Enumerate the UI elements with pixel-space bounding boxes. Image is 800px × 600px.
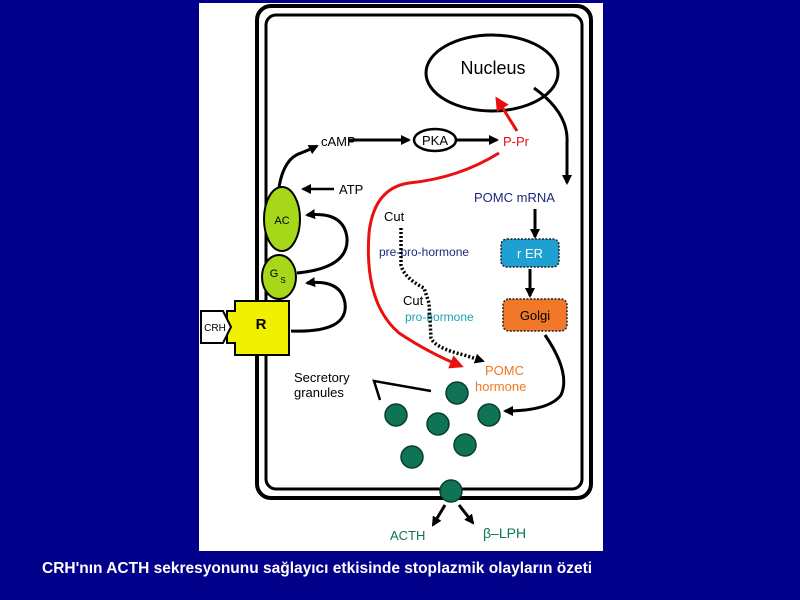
golgi: Golgi xyxy=(502,298,568,332)
pro-hormone-label: pro-hormone xyxy=(405,310,474,324)
beta-lph-label: β–LPH xyxy=(483,525,526,541)
pka-node: PKA xyxy=(412,127,458,153)
granule xyxy=(453,433,477,457)
granule xyxy=(426,412,450,436)
nucleus-label: Nucleus xyxy=(460,58,525,78)
to-beta-lph-arrow xyxy=(457,504,475,525)
cell-membrane xyxy=(255,4,593,500)
crh-label: CRH xyxy=(204,323,226,334)
acth-label: ACTH xyxy=(390,528,425,543)
pre-pro-hormone-label: pre-pro-hormone xyxy=(379,245,469,259)
granule xyxy=(445,381,469,405)
secretory-pointer-line xyxy=(372,379,432,401)
receptor-to-gs-arrow xyxy=(290,277,347,333)
pka-label: PKA xyxy=(422,133,448,148)
pathway-diagram: Nucleus cAMP PKA P-Pr ATP AC G S R CRH P xyxy=(199,3,603,551)
granule xyxy=(400,445,424,469)
ac-to-camp-arrow xyxy=(277,144,319,188)
gs-label: G xyxy=(270,268,279,280)
gs-subscript: S xyxy=(280,276,285,285)
crh-ligand: CRH xyxy=(200,310,233,344)
golgi-label: Golgi xyxy=(520,308,550,323)
nucleus-to-mrna-arrow xyxy=(533,86,572,185)
gs-protein: G S xyxy=(261,254,297,300)
ppr-to-pomc-arrow xyxy=(366,151,500,369)
secretory-label-1: Secretory xyxy=(294,370,350,385)
secretory-granules xyxy=(384,381,501,503)
golgi-to-granules-arrow xyxy=(503,334,566,416)
ac-label: AC xyxy=(274,215,289,227)
p-pr-label: P-Pr xyxy=(503,134,530,149)
rough-er: r ER xyxy=(500,238,560,268)
pomc-mrna-label: POMC mRNA xyxy=(474,190,555,205)
to-acth-arrow xyxy=(431,504,447,527)
secretory-label-2: granules xyxy=(294,385,344,400)
cut-label-2: Cut xyxy=(403,293,424,308)
slide-caption: CRH'nın ACTH sekresyonunu sağlayıcı etki… xyxy=(42,560,593,577)
camp-label: cAMP xyxy=(321,134,356,149)
pomc-hormone-label-2: hormone xyxy=(475,379,526,394)
adenylate-cyclase: AC xyxy=(263,186,301,252)
atp-label: ATP xyxy=(339,182,363,197)
gs-to-ac-arrow xyxy=(296,209,349,275)
cut-label-1: Cut xyxy=(384,209,405,224)
rer-label: r ER xyxy=(517,246,543,261)
nucleus: Nucleus xyxy=(424,33,560,113)
granule xyxy=(439,479,463,503)
receptor: R xyxy=(226,300,290,356)
receptor-label: R xyxy=(256,316,267,333)
granule xyxy=(477,403,501,427)
granule xyxy=(384,403,408,427)
ppr-to-nucleus-arrow xyxy=(495,96,519,132)
pomc-hormone-label-1: POMC xyxy=(485,363,524,378)
